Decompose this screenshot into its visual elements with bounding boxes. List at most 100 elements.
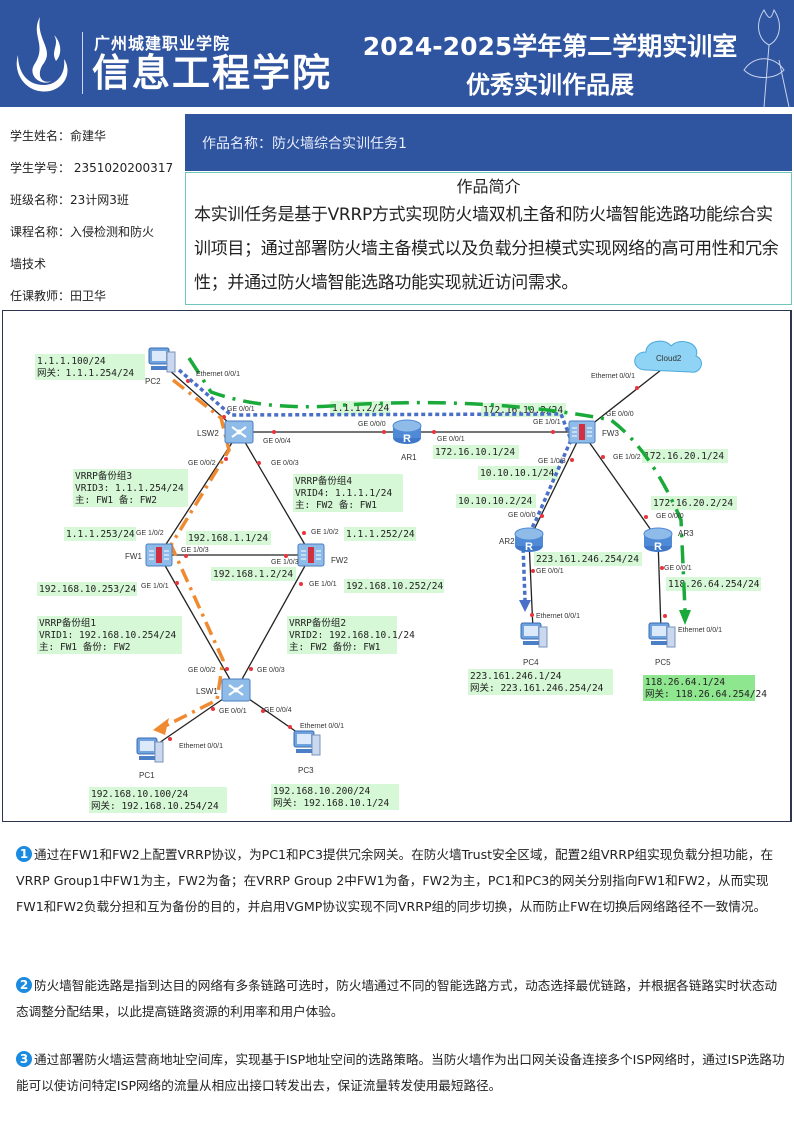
port-label: GE 1/0/2 bbox=[311, 529, 339, 536]
orange-arrow-icon bbox=[153, 717, 169, 735]
green-traffic-path bbox=[187, 356, 687, 610]
port-label: Ethernet 0/0/1 bbox=[196, 371, 240, 378]
port-label: Ethernet 0/0/1 bbox=[678, 627, 722, 634]
ip-label-text: 主: FW2 备份: FW1 bbox=[289, 641, 381, 653]
port-label: GE 1/0/3 bbox=[271, 559, 299, 566]
info-class: 班级名称：23计网3班 bbox=[10, 193, 129, 207]
port-label: GE 0/0/0 bbox=[656, 513, 684, 520]
college-name: 信息工程学院 bbox=[92, 51, 333, 95]
number-3-icon: 3 bbox=[16, 1051, 32, 1067]
device-pc1[interactable]: PC1 bbox=[136, 737, 164, 780]
ip-label-text: 网关: 223.161.246.254/24 bbox=[470, 682, 604, 694]
info-student-name: 学生姓名：俞建华 bbox=[10, 129, 107, 143]
device-pc2[interactable]: PC2 bbox=[145, 347, 176, 386]
ip-label-fw1-103: 192.168.1.1/24 bbox=[186, 530, 271, 545]
ip-label-text: VRID3: 1.1.1.254/24 bbox=[75, 483, 184, 494]
ip-label-fw2-102: 1.1.1.252/24 bbox=[344, 526, 416, 541]
ip-label-fw2-103: 192.168.1.2/24 bbox=[211, 566, 296, 581]
device-lsw1[interactable]: LSW1 bbox=[196, 677, 251, 702]
port-label: GE 1/0/1 bbox=[309, 581, 337, 588]
port-label: GE 0/0/0 bbox=[508, 512, 536, 519]
ip-label-text: 192.168.10.252/24 bbox=[346, 581, 444, 592]
ip-label-text: 网关: 192.168.10.1/24 bbox=[273, 797, 390, 809]
ip-label-text: VRID2: 192.168.10.1/24 bbox=[289, 630, 415, 641]
number-1-icon: 1 bbox=[16, 846, 32, 862]
device-fw3[interactable]: FW3 bbox=[568, 420, 619, 443]
router-icon bbox=[643, 527, 673, 553]
computer-icon bbox=[648, 622, 676, 647]
device-pc3[interactable]: PC3 bbox=[293, 730, 321, 775]
ip-label-text: 1.1.1.100/24 bbox=[37, 356, 106, 367]
ip-label-text: 172.16.10.1/24 bbox=[435, 447, 515, 458]
port-label: GE 0/0/1 bbox=[664, 565, 692, 572]
device-label: PC4 bbox=[523, 658, 539, 667]
switch-icon bbox=[224, 419, 254, 444]
school-name: 广州城建职业学院 bbox=[94, 34, 231, 53]
ip-label-text: 1.1.1.252/24 bbox=[346, 529, 415, 540]
device-label: LSW2 bbox=[197, 429, 219, 438]
device-ar2[interactable]: AR2 bbox=[499, 527, 544, 553]
ip-label-ar2-000: 10.10.10.2/24 bbox=[456, 493, 536, 508]
device-pc4[interactable]: PC4 bbox=[520, 622, 548, 667]
device-fw1[interactable]: FW1 bbox=[125, 543, 173, 566]
device-ar3[interactable]: AR3 bbox=[643, 527, 694, 553]
switch-icon bbox=[221, 677, 251, 702]
port-label: GE 0/0/2 bbox=[188, 460, 216, 467]
device-label: PC5 bbox=[655, 658, 671, 667]
network-topology: R 1.1.1.100/24网关：1.1.1.254/241.1.1.2/241… bbox=[2, 310, 792, 822]
ip-label-fw3-103: 10.10.10.1/24 bbox=[478, 465, 558, 480]
port-label: GE 1/0/1 bbox=[533, 419, 561, 426]
ip-label-text: 192.168.10.200/24 bbox=[273, 786, 371, 797]
ip-label-text: 主: FW2 备: FW1 bbox=[295, 499, 377, 511]
ip-label-fw3-102: 172.16.20.1/24 bbox=[642, 448, 728, 463]
device-label: AR2 bbox=[499, 537, 515, 546]
ip-label-text: VRID4: 1.1.1.1/24 bbox=[295, 488, 393, 499]
ip-label-text: 1.1.1.2/24 bbox=[332, 403, 389, 414]
info-student-id: 学生学号： 2351020200317 bbox=[10, 161, 174, 175]
ip-label-ar1-001: 172.16.10.1/24 bbox=[433, 444, 519, 459]
ip-label-text: 172.16.20.1/24 bbox=[644, 451, 724, 462]
port-label: GE 0/0/1 bbox=[536, 568, 564, 575]
port-label: GE 1/0/3 bbox=[181, 547, 209, 554]
device-label: AR1 bbox=[401, 453, 417, 462]
device-label: AR3 bbox=[678, 529, 694, 538]
firewall-icon bbox=[297, 543, 325, 566]
ip-label-text: 192.168.10.253/24 bbox=[39, 584, 137, 595]
student-info: 学生姓名：俞建华 学生学号： 2351020200317 班级名称：23计网3班… bbox=[10, 120, 182, 312]
ip-label-text: 网关: 192.168.10.254/24 bbox=[91, 800, 219, 812]
port-label: GE 0/0/0 bbox=[606, 411, 634, 418]
port-label: GE 1/0/2 bbox=[613, 454, 641, 461]
device-label: PC3 bbox=[298, 766, 314, 775]
work-title: 作品名称：防火墙综合实训任务1 bbox=[185, 114, 792, 171]
port-label: Ethernet 0/0/1 bbox=[300, 723, 344, 730]
info-teacher: 任课教师：田卫华 bbox=[10, 289, 107, 303]
ip-label-ar3-001: 118.26.64.254/24 bbox=[666, 576, 761, 591]
device-fw2[interactable]: FW2 bbox=[297, 543, 348, 566]
exhibition-subtitle: 优秀实训作品展 bbox=[466, 71, 634, 99]
info-course-cont: 墙技术 bbox=[10, 257, 47, 271]
exhibition-title: 2024-2025学年第二学期实训室 bbox=[362, 32, 738, 61]
ip-label-text: 10.10.10.2/24 bbox=[458, 496, 533, 507]
ip-label-text: VRRP备份组1 bbox=[39, 617, 96, 629]
device-cloud2[interactable]: Cloud2 bbox=[634, 340, 702, 373]
device-lsw2[interactable]: LSW2 bbox=[197, 419, 254, 444]
port-label: GE 1/0/1 bbox=[141, 583, 169, 590]
ip-label-ar2-001: 223.161.246.254/24 bbox=[534, 551, 642, 566]
device-label: PC2 bbox=[145, 377, 161, 386]
ip-label-text: 172.16.20.2/24 bbox=[653, 498, 733, 509]
device-label: FW3 bbox=[602, 429, 619, 438]
green-arrow-icon bbox=[679, 609, 691, 625]
ip-label-text: VRRP备份组3 bbox=[75, 470, 132, 482]
port-label: Ethernet 0/0/1 bbox=[591, 373, 635, 380]
device-pc5[interactable]: PC5 bbox=[648, 622, 676, 667]
ip-label-text: 172.16.10.2/24 bbox=[483, 405, 563, 416]
ip-label-text: 192.168.10.100/24 bbox=[91, 789, 189, 800]
device-ar1[interactable]: AR1 bbox=[392, 419, 422, 462]
ip-label-text: 192.168.1.1/24 bbox=[188, 533, 268, 544]
port-label: GE 0/0/1 bbox=[227, 406, 255, 413]
port-label: GE 0/0/3 bbox=[271, 460, 299, 467]
